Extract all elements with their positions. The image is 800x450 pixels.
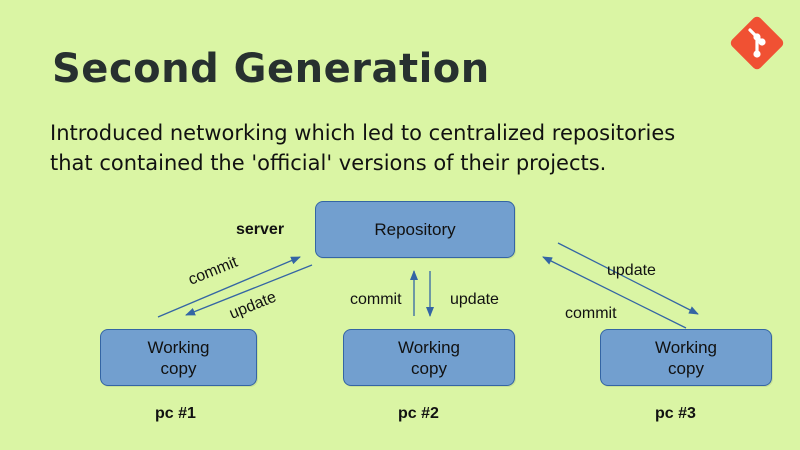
repository-label: Repository bbox=[374, 220, 456, 239]
pc2-update-label: update bbox=[450, 291, 499, 308]
subtitle-line-2: that contained the 'official' versions o… bbox=[50, 151, 607, 175]
slide-subtitle: Introduced networking which led to centr… bbox=[50, 118, 770, 178]
pc-label-1: pc #1 bbox=[155, 405, 196, 422]
pc3-update-arrow bbox=[557, 242, 699, 315]
pc-label-2: pc #2 bbox=[398, 405, 439, 422]
pc-label-3: pc #3 bbox=[655, 405, 696, 422]
working-copy-label-line2: copy bbox=[668, 358, 704, 378]
pc1-update-arrow bbox=[185, 264, 313, 316]
working-copy-label-line1: Working bbox=[397, 337, 461, 357]
pc2-commit-label: commit bbox=[350, 291, 402, 308]
git-logo-icon bbox=[730, 16, 784, 70]
working-copy-node-pc1: Working copy bbox=[100, 329, 257, 386]
working-copy-label-line2: copy bbox=[160, 358, 197, 378]
slide-title: Second Generation bbox=[52, 46, 490, 92]
working-copy-label-line1: Working bbox=[654, 337, 718, 357]
pc3-commit-label: commit bbox=[565, 305, 617, 322]
working-copy-label-line2: copy bbox=[411, 358, 447, 378]
working-copy-node-pc2: Working copy bbox=[343, 329, 515, 386]
pc3-commit-arrow bbox=[542, 256, 687, 329]
working-copy-label-line1: Working bbox=[147, 337, 210, 357]
server-label: server bbox=[236, 221, 285, 238]
repository-node: Repository bbox=[315, 201, 515, 258]
working-copy-node-pc3: Working copy bbox=[600, 329, 772, 386]
pc3-update-label: update bbox=[607, 262, 656, 279]
subtitle-line-1: Introduced networking which led to centr… bbox=[50, 121, 676, 145]
pc1-commit-arrow bbox=[157, 256, 301, 318]
